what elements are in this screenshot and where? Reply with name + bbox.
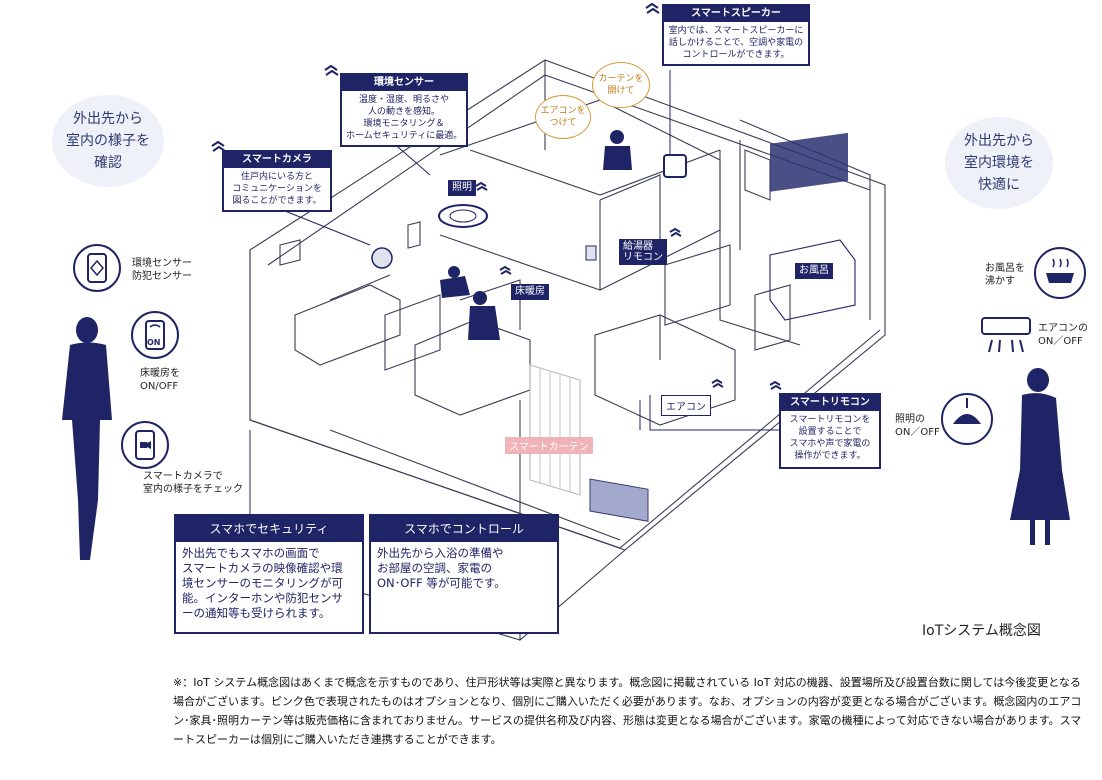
info-box-security: スマホでセキュリティ 外出先でもスマホの画面で スマートカメラの映像確認や環 境… bbox=[174, 514, 364, 634]
apartment-illustration bbox=[62, 2, 1070, 642]
bath-icon bbox=[1034, 247, 1086, 299]
info-box-control-body: 外出先から入浴の準備や お部屋の空調、家電の ON･OFF 等が可能です。 bbox=[377, 546, 506, 590]
callout-smart-speaker: スマートスピーカー 室内では、スマートスピーカーに 話しかけることで、空調や家電… bbox=[662, 4, 810, 66]
info-box-security-title: スマホでセキュリティ bbox=[176, 516, 362, 542]
info-box-control-title: スマホでコントロール bbox=[371, 516, 557, 542]
phone-sensor-icon bbox=[73, 244, 121, 292]
speech-aircon: エアコンを つけて bbox=[535, 95, 591, 139]
right-bubble: 外出先から 室内環境を 快適に bbox=[945, 117, 1053, 209]
speech-curtain: カーテンを 開けて bbox=[592, 62, 650, 108]
info-box-security-body: 外出先でもスマホの画面で スマートカメラの映像確認や環 境センサーのモニタリング… bbox=[182, 546, 343, 620]
left-caption-floor-heat: 床暖房を ON/OFF bbox=[140, 368, 180, 392]
right-caption-bath: お風呂を 沸かす bbox=[985, 263, 1025, 287]
callout-smart-speaker-body: 室内では、スマートスピーカーに 話しかけることで、空調や家電の コントロールがで… bbox=[668, 26, 804, 60]
callout-env-sensor-body: 温度・湿度、明るさや 人の動きを感知。 環境モニタリング＆ ホームセキュリティに… bbox=[346, 95, 463, 141]
callout-env-sensor-title: 環境センサー bbox=[342, 75, 466, 91]
left-caption-sensor: 環境センサー 防犯センサー bbox=[132, 258, 192, 282]
callout-smart-remote: スマートリモコン スマートリモコンを 設置することで スマホや声で家電の 操作が… bbox=[779, 393, 881, 469]
tag-floor-heating: 床暖房 bbox=[511, 284, 549, 300]
callout-smart-remote-body: スマートリモコンを 設置することで スマホや声で家電の 操作ができます。 bbox=[789, 415, 871, 461]
tag-bath: お風呂 bbox=[795, 263, 833, 279]
callout-smart-camera-body: 住戸内にいる方と コミュニケーションを 図ることができます。 bbox=[232, 172, 322, 206]
figure-title: IoTシステム概念図 bbox=[922, 623, 1041, 639]
tag-water-heater: 給湯器 リモコン bbox=[619, 239, 667, 265]
phone-floorheat-icon bbox=[131, 311, 179, 359]
right-caption-light: 照明の ON／OFF bbox=[895, 414, 940, 438]
callout-env-sensor: 環境センサー 温度・湿度、明るさや 人の動きを感知。 環境モニタリング＆ ホーム… bbox=[340, 73, 468, 147]
left-bubble: 外出先から 室内の様子を 確認 bbox=[52, 95, 164, 187]
phone-camera-icon bbox=[121, 421, 169, 469]
callout-smart-camera: スマートカメラ 住戸内にいる方と コミュニケーションを 図ることができます。 bbox=[222, 150, 332, 212]
footnote: ※：IoT システム概念図はあくまで概念を示すものであり、住戸形状等は実際と異な… bbox=[173, 676, 1082, 746]
info-box-control: スマホでコントロール 外出先から入浴の準備や お部屋の空調、家電の ON･OFF… bbox=[369, 514, 559, 634]
callout-smart-remote-title: スマートリモコン bbox=[781, 395, 879, 411]
tag-smart-curtain: スマートカーテン bbox=[505, 437, 593, 454]
callout-smart-speaker-title: スマートスピーカー bbox=[664, 6, 808, 22]
callout-smart-camera-title: スマートカメラ bbox=[224, 152, 330, 168]
lamp-icon bbox=[941, 393, 993, 445]
tag-aircon: エアコン bbox=[661, 395, 711, 416]
aircon-icon bbox=[981, 317, 1031, 353]
tag-light: 照明 bbox=[448, 180, 476, 196]
left-floor-heat-on-badge: ON bbox=[147, 338, 161, 347]
right-caption-aircon: エアコンの ON／OFF bbox=[1038, 323, 1088, 347]
left-caption-camera: スマートカメラで 室内の様子をチェック bbox=[143, 471, 243, 495]
